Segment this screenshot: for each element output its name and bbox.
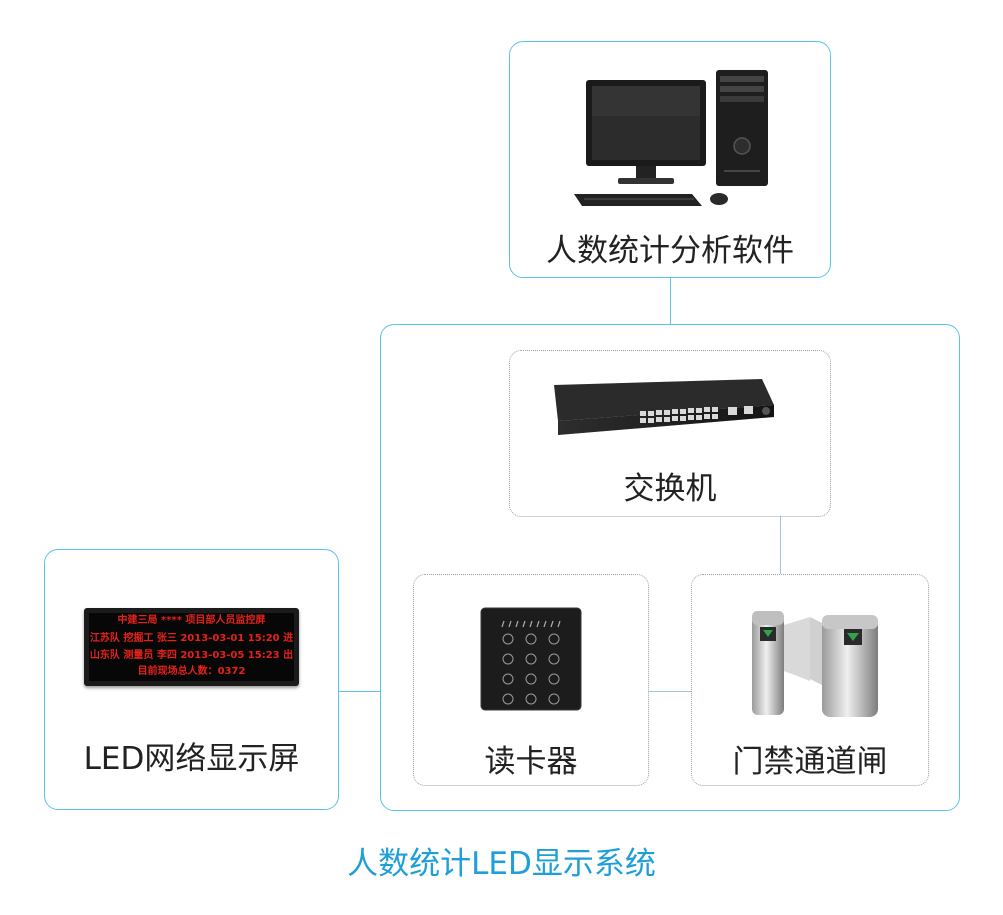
- card-reader-icon: [480, 607, 582, 711]
- reader-node: 读卡器: [413, 574, 649, 786]
- turnstile-gate-icon: [752, 611, 878, 717]
- led-screen-icon: 中建三局 **** 项目部人员监控屏 江苏队 挖掘工 张三 2013-03-01…: [84, 608, 299, 686]
- connector-led-system: [338, 691, 381, 692]
- gate-node: 门禁通道闸: [691, 574, 929, 786]
- led-row-3: 山东队 测量员 李四 2013-03-05 15:23 出: [89, 650, 294, 661]
- connector-switch-gate: [780, 516, 781, 574]
- software-node: 人数统计分析软件: [509, 41, 831, 278]
- connector-reader-gate: [648, 691, 692, 692]
- system-container: [380, 324, 960, 811]
- led-node: 中建三局 **** 项目部人员监控屏 江苏队 挖掘工 张三 2013-03-01…: [44, 549, 339, 810]
- desktop-computer-icon: [574, 70, 768, 206]
- switch-label: 交换机: [623, 471, 717, 507]
- reader-label: 读卡器: [484, 744, 578, 780]
- gate-label: 门禁通道闸: [732, 744, 888, 780]
- led-row-1: 中建三局 **** 项目部人员监控屏: [117, 615, 266, 626]
- switch-node: 交换机: [509, 350, 831, 517]
- led-row-2: 江苏队 挖掘工 张三 2013-03-01 15:20 进: [89, 633, 294, 644]
- diagram-caption: 人数统计LED显示系统: [347, 846, 656, 882]
- software-label: 人数统计分析软件: [546, 233, 794, 269]
- led-row-4: 目前现场总人数：0372: [137, 666, 246, 677]
- led-label: LED网络显示屏: [83, 741, 300, 777]
- connector-software-system: [670, 277, 671, 325]
- network-switch-icon: [554, 379, 774, 435]
